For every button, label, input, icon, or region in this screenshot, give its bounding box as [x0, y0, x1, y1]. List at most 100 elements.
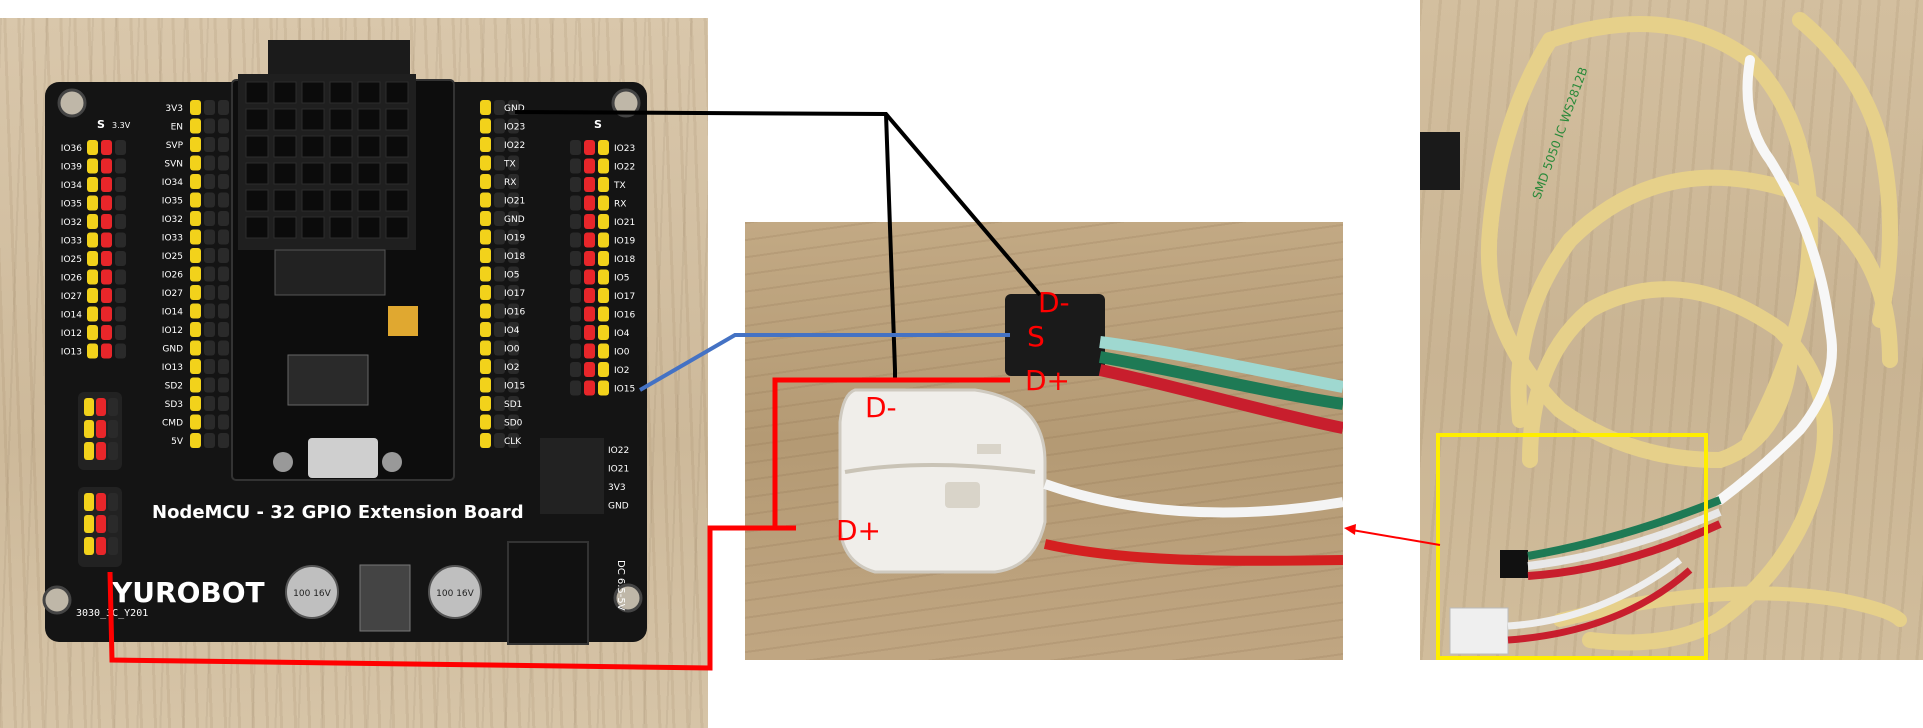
- signal-wire: [638, 333, 1010, 392]
- edge-right-pin: [598, 288, 609, 303]
- edge-right-pin-label: IO0: [614, 348, 630, 358]
- uart-header: [540, 438, 604, 514]
- dark-object: [1420, 132, 1460, 190]
- edge-right-pin-label: RX: [614, 200, 626, 210]
- edge-right-pin-label: IO19: [614, 237, 635, 247]
- edge-right-pin: [584, 288, 595, 303]
- module-right-pin-label: SD0: [504, 419, 523, 429]
- edge-right-pin: [570, 177, 581, 192]
- edge-right-header-label: S: [594, 118, 602, 131]
- power-header-pin: [108, 493, 118, 511]
- edge-left-pin: [101, 195, 112, 211]
- module-right-pin: [508, 137, 519, 152]
- uart-pin-label: 3V3: [608, 483, 626, 493]
- edge-right-pin: [598, 380, 609, 396]
- board-title: NodeMCU - 32 GPIO Extension Board: [152, 502, 524, 523]
- module-left-pin: [190, 396, 201, 411]
- power-header-pin: [96, 420, 106, 438]
- module-left-pin: [190, 137, 201, 152]
- module-left-pin: [204, 285, 215, 300]
- edge-right-pin: [570, 362, 581, 377]
- power-header-pin: [96, 442, 106, 460]
- edge-left-pin: [101, 325, 112, 340]
- edge-right-pin: [598, 177, 609, 192]
- edge-left-pin-label: IO32: [61, 218, 82, 228]
- module-left-pin-label: IO25: [162, 252, 183, 262]
- edge-right-pin: [584, 158, 595, 174]
- edge-right-pin: [598, 251, 609, 266]
- cap-yellow: [388, 306, 418, 336]
- module-left-pin: [204, 359, 215, 374]
- module-left-pin: [204, 377, 215, 393]
- module-right-pin-label: GND: [504, 215, 525, 225]
- module-left-pin: [190, 303, 201, 319]
- module-right-pin: [494, 118, 505, 134]
- edge-left-pin: [115, 325, 126, 340]
- edge-left-pin: [87, 288, 98, 303]
- voltage-regulator: [359, 564, 411, 632]
- module-right-pin-label: IO18: [504, 252, 525, 262]
- en-button: [382, 452, 402, 472]
- power-header-pin: [84, 493, 94, 511]
- module-left-pin: [204, 396, 215, 411]
- capacitor-right: 100 16V: [428, 565, 482, 619]
- module-right-pin: [508, 118, 519, 134]
- edge-right-pin: [584, 380, 595, 396]
- module-right-pin: [508, 340, 519, 356]
- dc-jack: [507, 541, 589, 645]
- wire-red: [1098, 364, 1343, 434]
- wire-white: [1099, 336, 1343, 393]
- edge-left-pin: [115, 177, 126, 192]
- module-left-pin: [204, 414, 215, 430]
- module-right-pin: [494, 155, 505, 171]
- module-left-pin: [204, 303, 215, 319]
- wire-green: [1098, 351, 1343, 410]
- module-right-pin-label: IO17: [504, 289, 525, 299]
- module-left-pin: [218, 359, 229, 374]
- module-right-pin: [508, 377, 519, 393]
- edge-left-pin: [101, 343, 112, 359]
- module-left-pin: [190, 229, 201, 245]
- edge-left-pin: [115, 306, 126, 322]
- module-right-pin: [508, 414, 519, 430]
- power-header-pin: [96, 398, 106, 416]
- module-right-pin: [480, 414, 491, 430]
- module-left-pin: [190, 433, 201, 448]
- usb-chip: [287, 354, 369, 406]
- capacitor-left: 100 16V: [285, 565, 339, 619]
- edge-right-pin: [570, 343, 581, 359]
- module-left-pin: [218, 377, 229, 393]
- board-brand: YUROBOT: [111, 576, 265, 609]
- module-left-pin: [204, 155, 215, 171]
- module-left-pin: [190, 285, 201, 300]
- module-left-pin: [218, 248, 229, 263]
- module-left-pin: [218, 100, 229, 115]
- edge-right-pin: [584, 214, 595, 229]
- module-left-pin: [218, 340, 229, 356]
- edge-left-pin-label: IO33: [61, 237, 82, 247]
- edge-left-pin: [87, 177, 98, 192]
- edge-left-pin: [115, 269, 126, 285]
- module-left-pin-label: IO26: [162, 271, 183, 281]
- edge-right-pin-label: IO4: [614, 329, 630, 339]
- edge-left-pin: [87, 325, 98, 340]
- edge-left-pin: [115, 214, 126, 229]
- module-right-pin: [508, 155, 519, 171]
- edge-right-pin-label: IO16: [614, 311, 635, 321]
- uart-pin-label: GND: [608, 502, 629, 512]
- cap1-marking: 100 16V: [293, 589, 331, 599]
- module-right-pin: [494, 211, 505, 226]
- edge-right-pin-label: IO15: [614, 385, 635, 395]
- edge-left-pin: [115, 343, 126, 359]
- module-left-pin: [190, 174, 201, 189]
- edge-right-pin: [598, 362, 609, 377]
- module-left-pin: [218, 303, 229, 319]
- module-right-pin: [480, 248, 491, 263]
- conn-dplus-label: D+: [1025, 364, 1070, 397]
- edge-right-pin: [570, 288, 581, 303]
- edge-right-pin-label: IO17: [614, 292, 635, 302]
- edge-right-pin-label: IO21: [614, 218, 635, 228]
- edge-right-pin: [570, 269, 581, 285]
- power-header-pin: [84, 515, 94, 533]
